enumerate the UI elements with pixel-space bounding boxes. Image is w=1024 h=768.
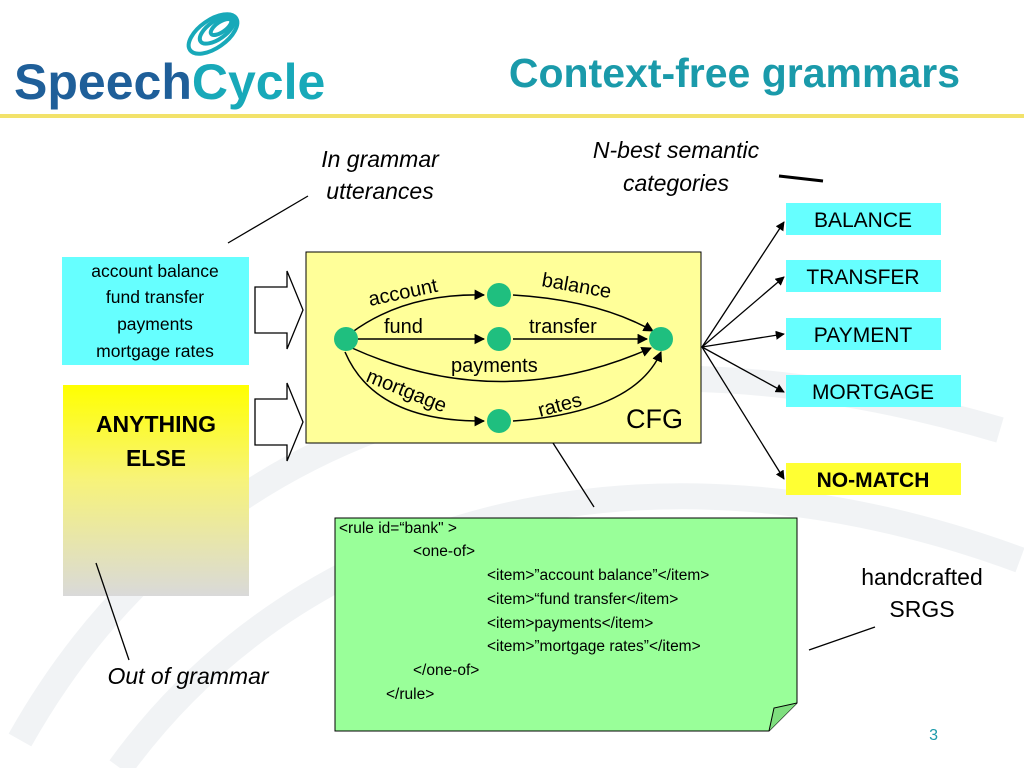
in-grammar-pointer bbox=[227, 195, 309, 244]
anything-else-line2: ELSE bbox=[126, 445, 186, 471]
code-line-one-of-close: </one-of> bbox=[413, 662, 479, 679]
cfg-node-end bbox=[649, 327, 673, 351]
cfg-node-start bbox=[334, 327, 358, 351]
arrow-to-payment bbox=[701, 330, 785, 348]
handcrafted-label-line1: handcrafted bbox=[861, 564, 982, 590]
category-transfer: TRANSFER bbox=[806, 266, 919, 289]
edge-label-payments: payments bbox=[451, 355, 538, 377]
arrow-to-transfer bbox=[701, 276, 785, 348]
header-rule bbox=[0, 114, 1024, 118]
code-line-item-account-balance: <item>”account balance”</item> bbox=[487, 567, 709, 584]
utterance-mortgage-rates: mortgage rates bbox=[96, 341, 214, 361]
utterance-payments: payments bbox=[117, 314, 193, 334]
arrow-to-mortgage bbox=[701, 346, 785, 393]
edge-label-transfer: transfer bbox=[529, 316, 597, 338]
srgs-code-fold bbox=[768, 702, 798, 732]
handcrafted-pointer bbox=[808, 626, 876, 651]
category-arrows bbox=[701, 221, 785, 480]
cfg-node-mortgage bbox=[487, 409, 511, 433]
cfg-node-fund bbox=[487, 327, 511, 351]
anything-else-line1: ANYTHING bbox=[96, 411, 216, 437]
code-line-item-payments: <item>payments</item> bbox=[487, 615, 653, 632]
in-grammar-label-line2: utterances bbox=[326, 178, 434, 204]
category-payment: PAYMENT bbox=[814, 324, 913, 347]
anything-else-box bbox=[63, 385, 249, 596]
nbest-dash bbox=[778, 174, 824, 183]
input-block-arrow-top bbox=[254, 270, 304, 350]
code-line-rule-close: </rule> bbox=[386, 686, 434, 703]
code-line-rule-open: <rule id=“bank" > bbox=[339, 520, 457, 537]
category-mortgage-box bbox=[786, 375, 961, 407]
utterance-account-balance: account balance bbox=[91, 261, 218, 281]
edge-rates bbox=[512, 351, 663, 422]
arrow-to-balance bbox=[701, 221, 785, 348]
category-no-match: NO-MATCH bbox=[817, 469, 930, 492]
input-block-arrow-bottom bbox=[254, 382, 304, 462]
category-balance-box bbox=[786, 203, 941, 235]
category-transfer-box bbox=[786, 260, 941, 292]
logo-text-cycle: Cycle bbox=[192, 54, 325, 110]
category-payment-box bbox=[786, 318, 941, 350]
svg-text:SpeechCycle: SpeechCycle bbox=[14, 54, 325, 110]
out-of-grammar-pointer bbox=[95, 562, 130, 661]
cfg-edges bbox=[344, 289, 663, 427]
edge-payments bbox=[351, 347, 652, 383]
nbest-label-line1: N-best semantic bbox=[593, 137, 760, 163]
logo-swirl-icon bbox=[186, 12, 240, 56]
logo: SpeechCycle bbox=[14, 12, 325, 110]
cfg-label: CFG bbox=[626, 404, 683, 434]
cfg-to-code-pointer bbox=[552, 442, 595, 508]
edge-account bbox=[350, 289, 486, 334]
out-of-grammar-label: Out of grammar bbox=[107, 663, 269, 689]
category-balance: BALANCE bbox=[814, 209, 912, 232]
cfg-node-account bbox=[487, 283, 511, 307]
edge-mortgage bbox=[344, 351, 486, 427]
logo-text-speech: Speech bbox=[14, 54, 192, 110]
code-line-one-of-open: <one-of> bbox=[413, 543, 475, 560]
category-no-match-box bbox=[786, 463, 961, 495]
edge-balance bbox=[512, 294, 654, 332]
page-number: 3 bbox=[929, 727, 938, 744]
srgs-code: <rule id=“bank" > <one-of> <item>”accoun… bbox=[339, 520, 709, 703]
edge-label-fund: fund bbox=[384, 316, 423, 338]
handcrafted-label-line2: SRGS bbox=[889, 596, 954, 622]
page-title: Context-free grammars bbox=[509, 50, 960, 96]
arrow-to-no-match bbox=[701, 346, 785, 480]
category-mortgage: MORTGAGE bbox=[812, 381, 934, 404]
in-grammar-label-line1: In grammar bbox=[321, 146, 440, 172]
code-line-item-fund-transfer: <item>“fund transfer</item> bbox=[487, 591, 678, 608]
in-grammar-utterances-box bbox=[62, 257, 249, 365]
utterance-fund-transfer: fund transfer bbox=[106, 287, 204, 307]
nbest-label-line2: categories bbox=[623, 170, 730, 196]
code-line-item-mortgage-rates: <item>”mortgage rates”</item> bbox=[487, 638, 701, 655]
